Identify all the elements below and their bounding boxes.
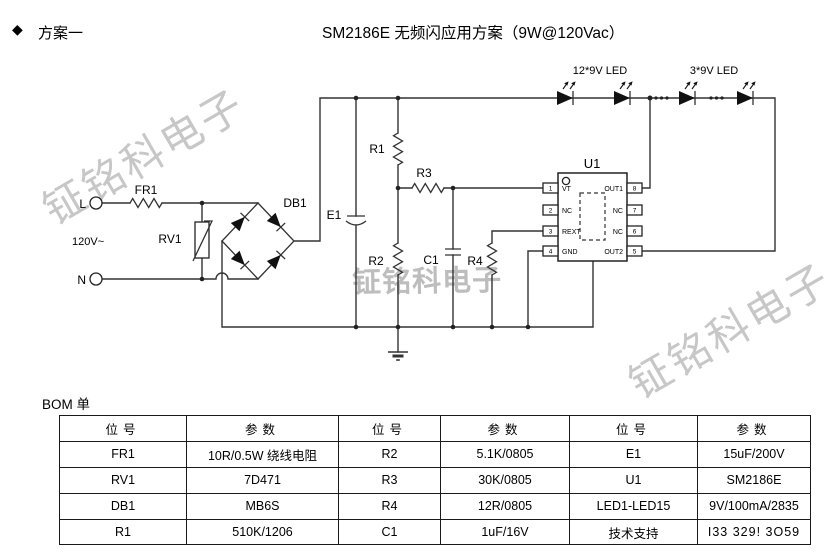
neutral-terminal: N [77, 272, 103, 287]
bom-cell: 10R/0.5W 绕线电阻 [186, 440, 339, 468]
pin-nc6-label: NC [613, 229, 623, 236]
bom-cell: FR1 [59, 440, 187, 468]
page-title: SM2186E 无频闪应用方案（9W@120Vac） [322, 25, 625, 42]
bom-row: DB1 MB6S R4 12R/0805 LED1-LED15 9V/100mA… [59, 492, 811, 520]
svg-text:E1: E1 [327, 208, 342, 222]
pin-2-number: 2 [549, 208, 553, 215]
junction-dots [199, 95, 653, 330]
bom-cell: R3 [338, 466, 441, 494]
component-db1-bridge: DB1 [221, 196, 307, 280]
col-header: 参数 [697, 415, 811, 442]
bom-row: RV1 7D471 R3 30K/0805 U1 SM2186E [59, 466, 811, 494]
svg-text:DB1: DB1 [283, 196, 307, 210]
bom-cell: R1 [59, 518, 187, 546]
pin-5-number: 5 [633, 249, 637, 256]
ground-symbol [386, 350, 410, 362]
pin-rext-label: REXT [562, 229, 581, 236]
led-group1-label: 12*9V LED [573, 65, 627, 77]
led-string: 12*9V LED 3*9V LED [557, 65, 756, 105]
svg-text:L: L [79, 197, 86, 211]
bom-header-row: 位号 参数 位号 参数 位号 参数 [59, 415, 811, 442]
component-r3: R3 [411, 166, 445, 194]
led-group2-label: 3*9V LED [690, 65, 738, 77]
bom-cell: 30K/0805 [440, 466, 570, 494]
pin-7-number: 7 [633, 208, 637, 215]
component-r1: R1 [369, 132, 404, 166]
pin-vt-label: VT [562, 186, 572, 193]
bom-cell: U1 [569, 466, 698, 494]
bom-cell: 7D471 [186, 466, 339, 494]
svg-text:R1: R1 [369, 142, 385, 156]
voltage-label: 120V~ [72, 236, 104, 248]
component-rv1: RV1 [158, 220, 214, 262]
circuit-schematic: L N 120V~ FR1 RV1 DB1 E1 R1 R2 [72, 65, 776, 362]
scheme-label: 方案一 [38, 25, 84, 42]
bom-row: FR1 10R/0.5W 绕线电阻 R2 5.1K/0805 E1 15uF/2… [59, 440, 811, 468]
pin-8-number: 8 [633, 186, 637, 193]
bom-cell: LED1-LED15 [569, 492, 698, 520]
line-terminal: L [79, 196, 103, 211]
bom-cell: R2 [338, 440, 441, 468]
col-header: 位号 [569, 415, 698, 442]
svg-text:R2: R2 [368, 254, 384, 268]
bom-cell: MB6S [186, 492, 339, 520]
support-phone-watermark: I33 329! 3O59 [697, 518, 811, 546]
pin-1-number: 1 [549, 186, 553, 193]
svg-text:R3: R3 [416, 166, 432, 180]
bom-row: R1 510K/1206 C1 1uF/16V 技术支持 I33 329! 3O… [59, 518, 811, 546]
pin-out2-label: OUT2 [604, 249, 623, 256]
bom-cell: 15uF/200V [697, 440, 811, 468]
bom-cell: E1 [569, 440, 698, 468]
bom-title: BOM 单 [42, 397, 91, 412]
bom-cell: 1uF/16V [440, 518, 570, 546]
bom-cell: 技术支持 [569, 518, 698, 546]
col-header: 参数 [186, 415, 339, 442]
pin-6-number: 6 [633, 229, 637, 236]
bom-cell: RV1 [59, 466, 187, 494]
component-c1: C1 [423, 248, 461, 267]
bom-cell: SM2186E [697, 466, 811, 494]
bom-table: 位号 参数 位号 参数 位号 参数 FR1 10R/0.5W 绕线电阻 R2 5… [59, 415, 811, 546]
svg-text:N: N [77, 273, 86, 287]
component-fr1: FR1 [129, 183, 163, 209]
pin-nc2-label: NC [562, 208, 572, 215]
bom-cell: 12R/0805 [440, 492, 570, 520]
svg-text:C1: C1 [423, 253, 439, 267]
bom-cell: 510K/1206 [186, 518, 339, 546]
pin-4-number: 4 [549, 249, 553, 256]
pin-3-number: 3 [549, 229, 553, 236]
svg-text:R4: R4 [467, 254, 483, 268]
pin-out1-label: OUT1 [604, 186, 623, 193]
col-header: 位号 [338, 415, 441, 442]
bom-cell: C1 [338, 518, 441, 546]
pin-gnd-label: GND [562, 249, 578, 256]
bom-cell: 9V/100mA/2835 [697, 492, 811, 520]
col-header: 位号 [59, 415, 187, 442]
component-e1: E1 [327, 208, 367, 226]
col-header: 参数 [440, 415, 570, 442]
diamond-bullet-icon: ◆ [12, 21, 23, 37]
svg-text:RV1: RV1 [158, 232, 181, 246]
component-r4: R4 [467, 242, 498, 276]
bom-cell: 5.1K/0805 [440, 440, 570, 468]
pin-nc7-label: NC [613, 208, 623, 215]
bom-cell: R4 [338, 492, 441, 520]
component-r2: R2 [368, 242, 404, 276]
svg-text:U1: U1 [584, 156, 601, 171]
svg-text:FR1: FR1 [135, 183, 158, 197]
component-u1-ic: U1 1 2 3 4 8 7 6 5 VT NC REXT GND OUT1 N… [542, 156, 643, 262]
bom-cell: DB1 [59, 492, 187, 520]
